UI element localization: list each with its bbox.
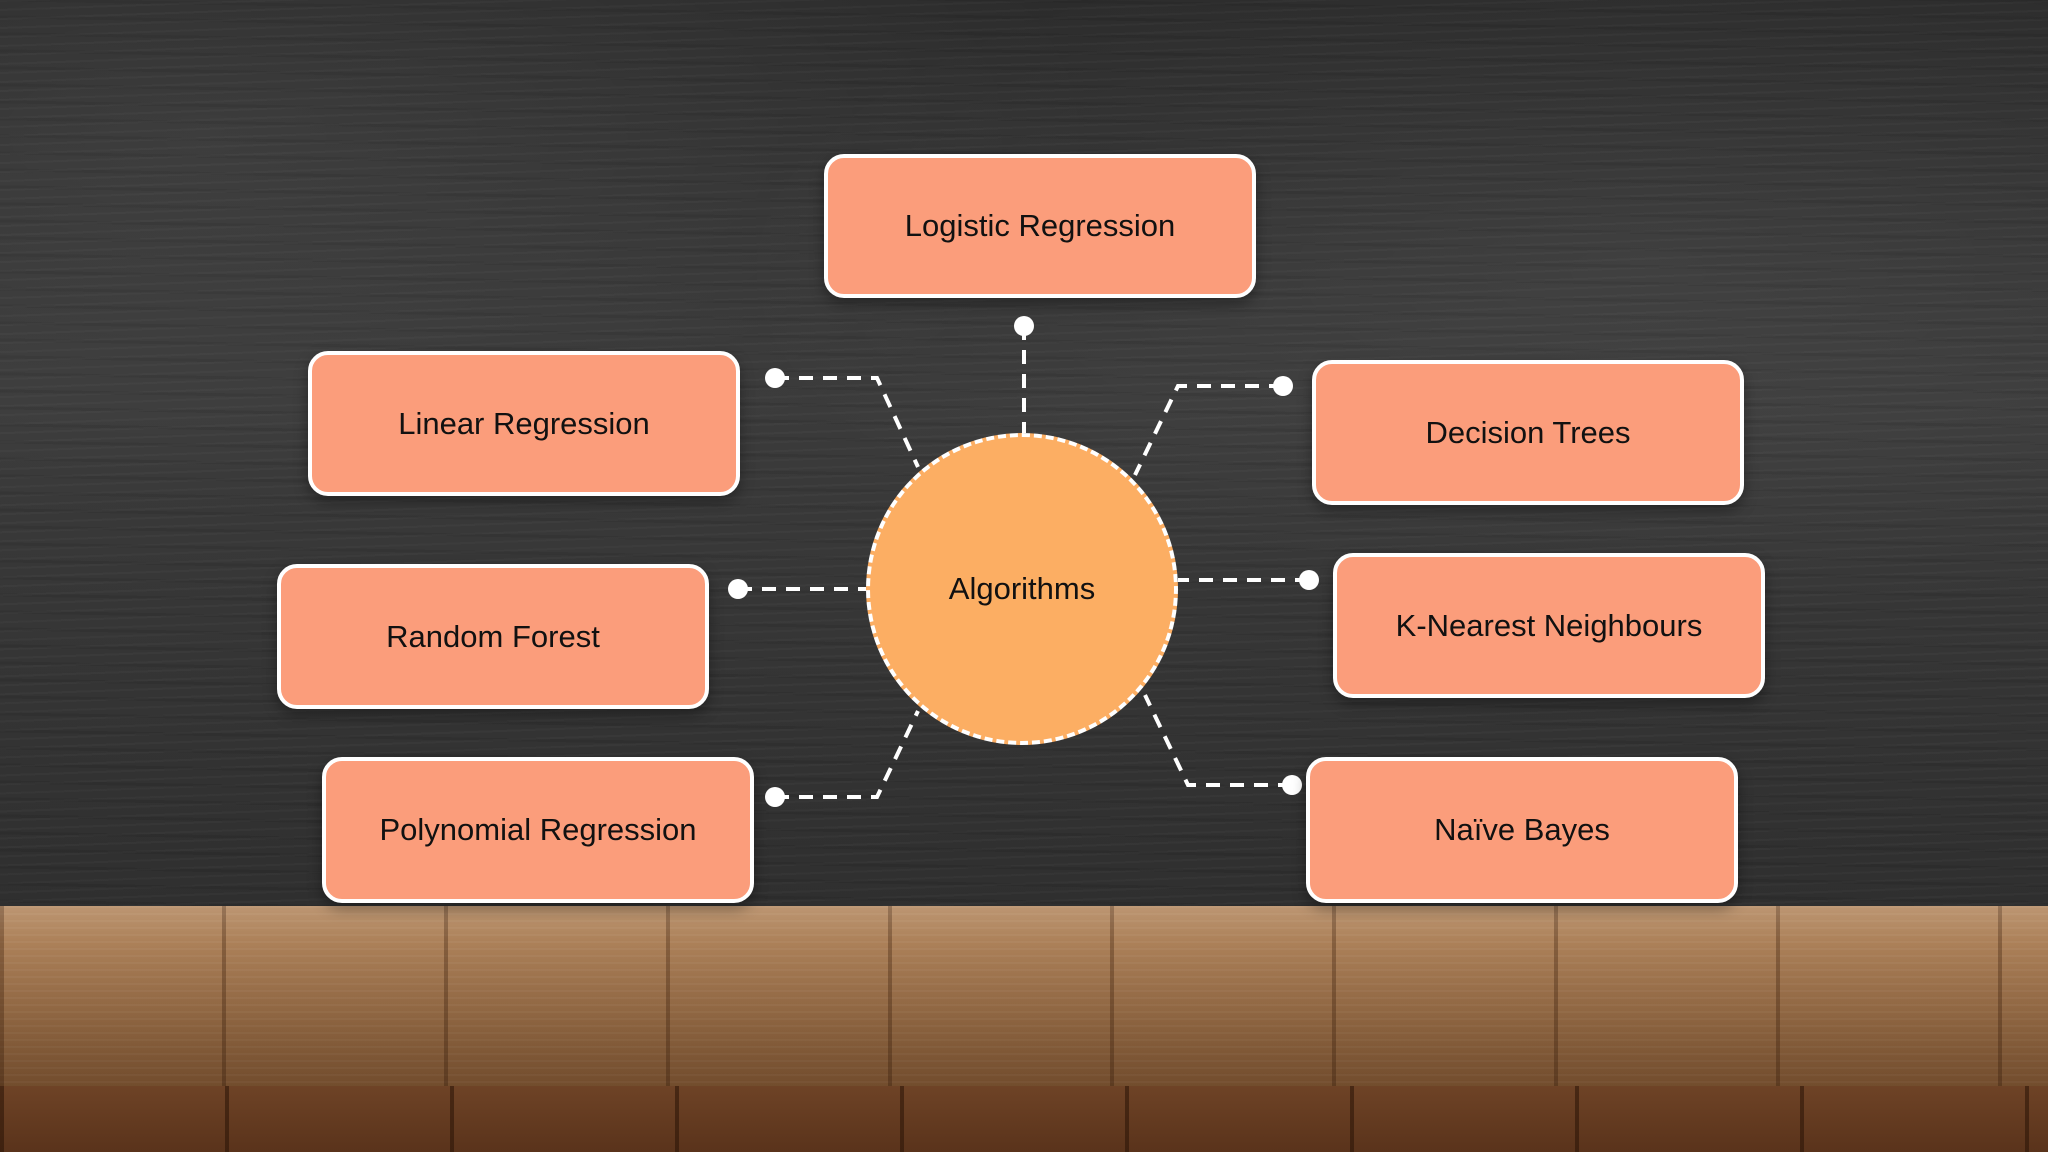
node-label: Random Forest (386, 618, 600, 654)
node-label: Polynomial Regression (379, 812, 697, 847)
connector-dot (765, 368, 785, 388)
node-naive-bayes: Naïve Bayes (1306, 757, 1738, 903)
connector-decision-trees (1133, 384, 1283, 476)
wooden-table-top (0, 906, 2048, 1086)
node-label: Linear Regression (398, 405, 650, 441)
connector-dot (1014, 316, 1034, 336)
node-random-forest: Random Forest (277, 564, 709, 709)
node-logistic-regression: Logistic Regression (824, 154, 1256, 298)
node-linear-regression: Linear Regression (308, 351, 740, 496)
connector-dot (1282, 775, 1302, 795)
wooden-table-edge (0, 1086, 2048, 1152)
center-node-label: Algorithms (948, 571, 1096, 606)
node-decision-trees: Decision Trees (1312, 360, 1744, 505)
connector-dot (1273, 376, 1293, 396)
node-label: Logistic Regression (904, 208, 1176, 243)
connector-linear-regression (775, 376, 920, 468)
connector-polynomial-regression (775, 710, 920, 799)
node-label: Naïve Bayes (1434, 812, 1610, 847)
connector-dot (1299, 570, 1319, 590)
node-polynomial-regression: Polynomial Regression (322, 757, 754, 903)
connector-naive-bayes (1143, 694, 1292, 787)
node-label: Decision Trees (1425, 414, 1631, 450)
center-node-algorithms: Algorithms (866, 433, 1178, 745)
connector-dot (728, 579, 748, 599)
node-label: K-Nearest Neighbours (1395, 607, 1703, 643)
node-k-nearest-neighbours: K-Nearest Neighbours (1333, 553, 1765, 698)
connector-dot (765, 787, 785, 807)
